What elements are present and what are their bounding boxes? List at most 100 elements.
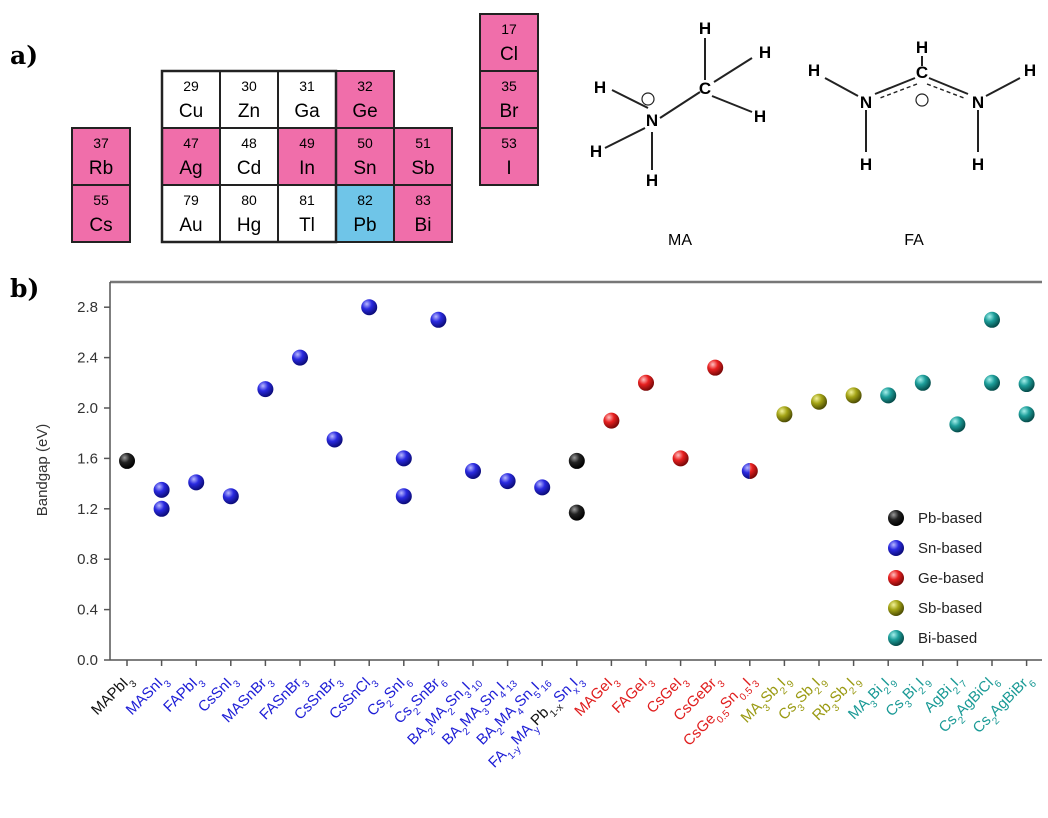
x-tick-label-part: BA: [473, 722, 499, 748]
element-symbol: Tl: [299, 215, 315, 236]
legend-marker: [888, 600, 904, 616]
ma-hydrogen-4: H: [699, 19, 711, 38]
data-point: [638, 374, 654, 391]
element-symbol: Zn: [238, 101, 260, 122]
x-tick-label-part: BA: [404, 722, 430, 748]
atomic-number: 47: [183, 135, 199, 151]
element-cell-bg: [479, 13, 539, 72]
x-tick-label-part: Cs: [775, 699, 800, 724]
element-cell-bg: [277, 70, 337, 129]
element-cell-bg: [71, 184, 131, 243]
data-point: [568, 504, 585, 521]
x-tick-label: FAPbI3: [160, 670, 208, 718]
element-cell-bg: [219, 127, 279, 186]
element-symbol: Cs: [89, 215, 112, 236]
element-symbol: I: [506, 158, 511, 179]
x-tick-label-part: Rb: [809, 699, 835, 725]
legend-label: Ge-based: [918, 570, 984, 587]
data-point: [119, 452, 135, 469]
atomic-number: 83: [415, 192, 431, 208]
element-symbol: Br: [500, 101, 520, 122]
data-point: [222, 488, 239, 505]
x-tick-label-part: x: [571, 685, 582, 696]
y-tick-label: 2.0: [77, 400, 98, 417]
x-tick-label-part: MA: [457, 702, 485, 730]
element-symbol: Sn: [353, 158, 376, 179]
ma-carbon: C: [699, 79, 711, 98]
atomic-number: 50: [357, 135, 373, 151]
x-tick-label-part: MA: [508, 721, 536, 749]
x-tick-label-part: MA: [491, 702, 519, 730]
periodic-table: 17Cl35Br53I29Cu30Zn31Ga32Ge37Rb47Ag48Cd4…: [71, 13, 539, 244]
fa-carbon: C: [916, 63, 928, 82]
atomic-number: 51: [415, 135, 431, 151]
y-tick-label: 0.8: [77, 551, 98, 568]
element-symbol: Bi: [415, 215, 432, 236]
data-point-half-ge: [749, 463, 758, 479]
x-tick-label-part: Pb: [527, 704, 552, 729]
element-cell-bg: [479, 127, 539, 186]
element-cell-bg: [335, 127, 395, 186]
data-point: [984, 374, 1000, 391]
data-point-half-sn: [741, 463, 750, 479]
data-point: [361, 299, 378, 316]
element-symbol: Pb: [353, 215, 376, 236]
y-axis: 0.00.40.81.21.62.02.42.8: [77, 280, 1042, 669]
ma-hydrogen-5: H: [759, 43, 771, 62]
ma-hydrogen-1: H: [594, 78, 606, 97]
data-points: [119, 299, 1035, 521]
element-cell-bg: [219, 184, 279, 243]
atomic-number: 29: [183, 78, 199, 94]
element-cell-bg: [277, 184, 337, 243]
data-point: [1018, 406, 1035, 423]
data-point: [811, 393, 827, 410]
data-point: [395, 488, 412, 505]
fa-nitrogen-left: N: [860, 93, 872, 112]
element-symbol: Cu: [179, 101, 203, 122]
ma-nitrogen: N: [646, 111, 658, 130]
legend-marker: [888, 540, 904, 556]
data-point: [188, 474, 205, 491]
legend-marker: [888, 630, 904, 646]
ma-atoms: N C H H H H H H MA: [590, 19, 771, 249]
data-point: [465, 463, 481, 479]
fa-hydrogen-2: H: [1024, 61, 1036, 80]
x-tick-label-part: Cs: [970, 712, 995, 737]
legend-label: Sn-based: [918, 540, 982, 557]
x-tick-label-part: MA: [422, 702, 450, 730]
fa-molecule: [824, 56, 1021, 152]
legend-label: Sb-based: [918, 600, 982, 617]
element-cell-i: 53I: [479, 127, 539, 186]
element-symbol: Cl: [500, 44, 518, 65]
element-symbol: In: [299, 158, 315, 179]
data-point: [741, 463, 758, 479]
legend-marker: [888, 510, 904, 526]
x-tick-label-part: y: [531, 724, 542, 735]
atomic-number: 55: [93, 192, 109, 208]
x-tick-label-part: Bi: [899, 682, 920, 703]
ma-hydrogen-3: H: [646, 171, 658, 190]
legend-label: Pb-based: [918, 510, 982, 527]
y-tick-label: 1.6: [77, 450, 98, 467]
element-cell-bg: [393, 184, 453, 243]
fa-hydrogen-4: H: [972, 155, 984, 174]
atomic-number: 30: [241, 78, 257, 94]
data-point: [568, 452, 585, 469]
data-point: [153, 500, 170, 517]
atomic-number: 32: [357, 78, 373, 94]
atomic-number: 31: [299, 78, 315, 94]
x-tick-label-part: Cs: [936, 711, 961, 736]
block-outline: [160, 69, 338, 244]
